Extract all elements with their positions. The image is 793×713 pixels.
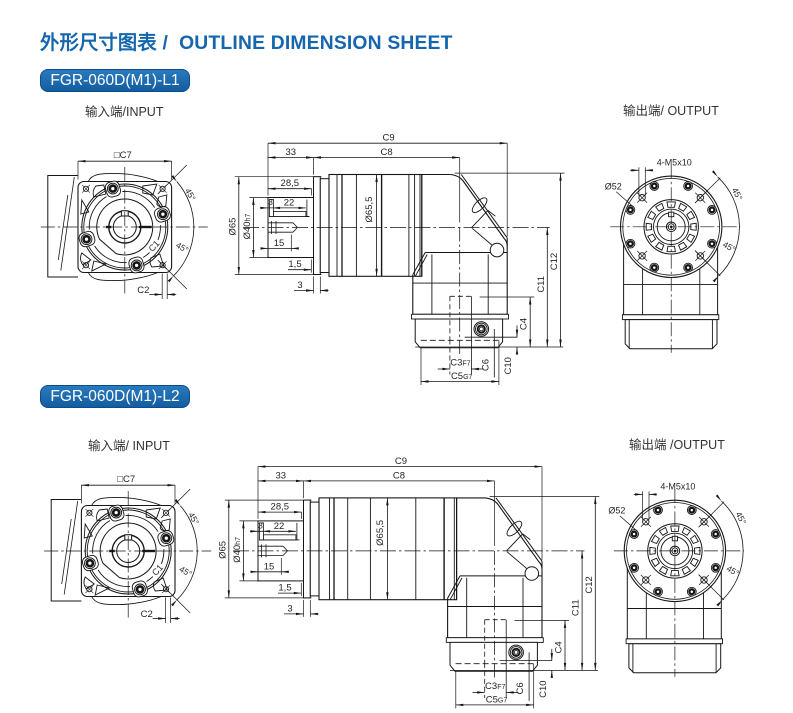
svg-text:22: 22 bbox=[284, 197, 295, 208]
svg-text:45°: 45° bbox=[183, 186, 198, 202]
svg-text:C6: C6 bbox=[480, 359, 491, 371]
svg-text:28,5: 28,5 bbox=[271, 502, 290, 513]
svg-text:Ø52: Ø52 bbox=[608, 505, 625, 515]
svg-text:45°: 45° bbox=[734, 510, 749, 526]
svg-text:C10: C10 bbox=[503, 357, 514, 374]
svg-text:C5G7: C5G7 bbox=[451, 371, 473, 382]
svg-text:3: 3 bbox=[287, 603, 292, 614]
svg-text:Ø65,5: Ø65,5 bbox=[375, 520, 386, 546]
svg-text:□C7: □C7 bbox=[114, 150, 132, 161]
svg-text:33: 33 bbox=[276, 470, 287, 481]
svg-text:C6: C6 bbox=[515, 682, 526, 694]
svg-text:C11: C11 bbox=[571, 599, 582, 616]
svg-text:C12: C12 bbox=[549, 253, 560, 270]
svg-text:15: 15 bbox=[264, 561, 275, 572]
svg-text:□C7: □C7 bbox=[117, 474, 135, 485]
svg-text:45°: 45° bbox=[178, 564, 194, 579]
svg-text:C8: C8 bbox=[393, 470, 405, 481]
svg-text:4-M5x10: 4-M5x10 bbox=[660, 481, 695, 491]
svg-text:3: 3 bbox=[297, 280, 302, 291]
svg-text:C3F7: C3F7 bbox=[485, 681, 505, 692]
svg-text:Ø40h7: Ø40h7 bbox=[232, 537, 243, 563]
svg-text:Ø52: Ø52 bbox=[605, 181, 622, 191]
svg-text:C5G7: C5G7 bbox=[486, 694, 508, 705]
svg-text:15: 15 bbox=[274, 238, 285, 249]
svg-text:Ø65: Ø65 bbox=[217, 541, 228, 559]
svg-text:C10: C10 bbox=[538, 680, 549, 697]
svg-text:C2: C2 bbox=[137, 285, 149, 296]
svg-text:C4: C4 bbox=[554, 641, 565, 653]
svg-text:C2: C2 bbox=[141, 609, 153, 620]
svg-text:45°: 45° bbox=[174, 240, 190, 255]
svg-text:C11: C11 bbox=[536, 276, 547, 293]
svg-text:28,5: 28,5 bbox=[281, 178, 300, 189]
svg-text:1,5: 1,5 bbox=[278, 583, 291, 594]
svg-text:Ø40h7: Ø40h7 bbox=[242, 214, 253, 240]
svg-text:3: 3 bbox=[268, 197, 273, 207]
svg-text:C3F7: C3F7 bbox=[450, 358, 470, 369]
svg-text:Ø65: Ø65 bbox=[227, 218, 238, 236]
svg-text:22: 22 bbox=[274, 521, 285, 532]
svg-text:C8: C8 bbox=[381, 147, 393, 158]
svg-text:Ø65,5: Ø65,5 bbox=[364, 197, 375, 223]
svg-text:45°: 45° bbox=[186, 510, 201, 526]
svg-text:3: 3 bbox=[258, 520, 263, 530]
svg-text:33: 33 bbox=[286, 147, 297, 158]
svg-text:45°: 45° bbox=[730, 186, 745, 202]
svg-text:4-M5x10: 4-M5x10 bbox=[657, 157, 692, 167]
svg-text:C4: C4 bbox=[519, 318, 530, 330]
svg-text:C9: C9 bbox=[383, 133, 395, 144]
svg-text:1,5: 1,5 bbox=[288, 259, 301, 270]
svg-text:C9: C9 bbox=[395, 456, 407, 467]
svg-text:C12: C12 bbox=[584, 576, 595, 593]
